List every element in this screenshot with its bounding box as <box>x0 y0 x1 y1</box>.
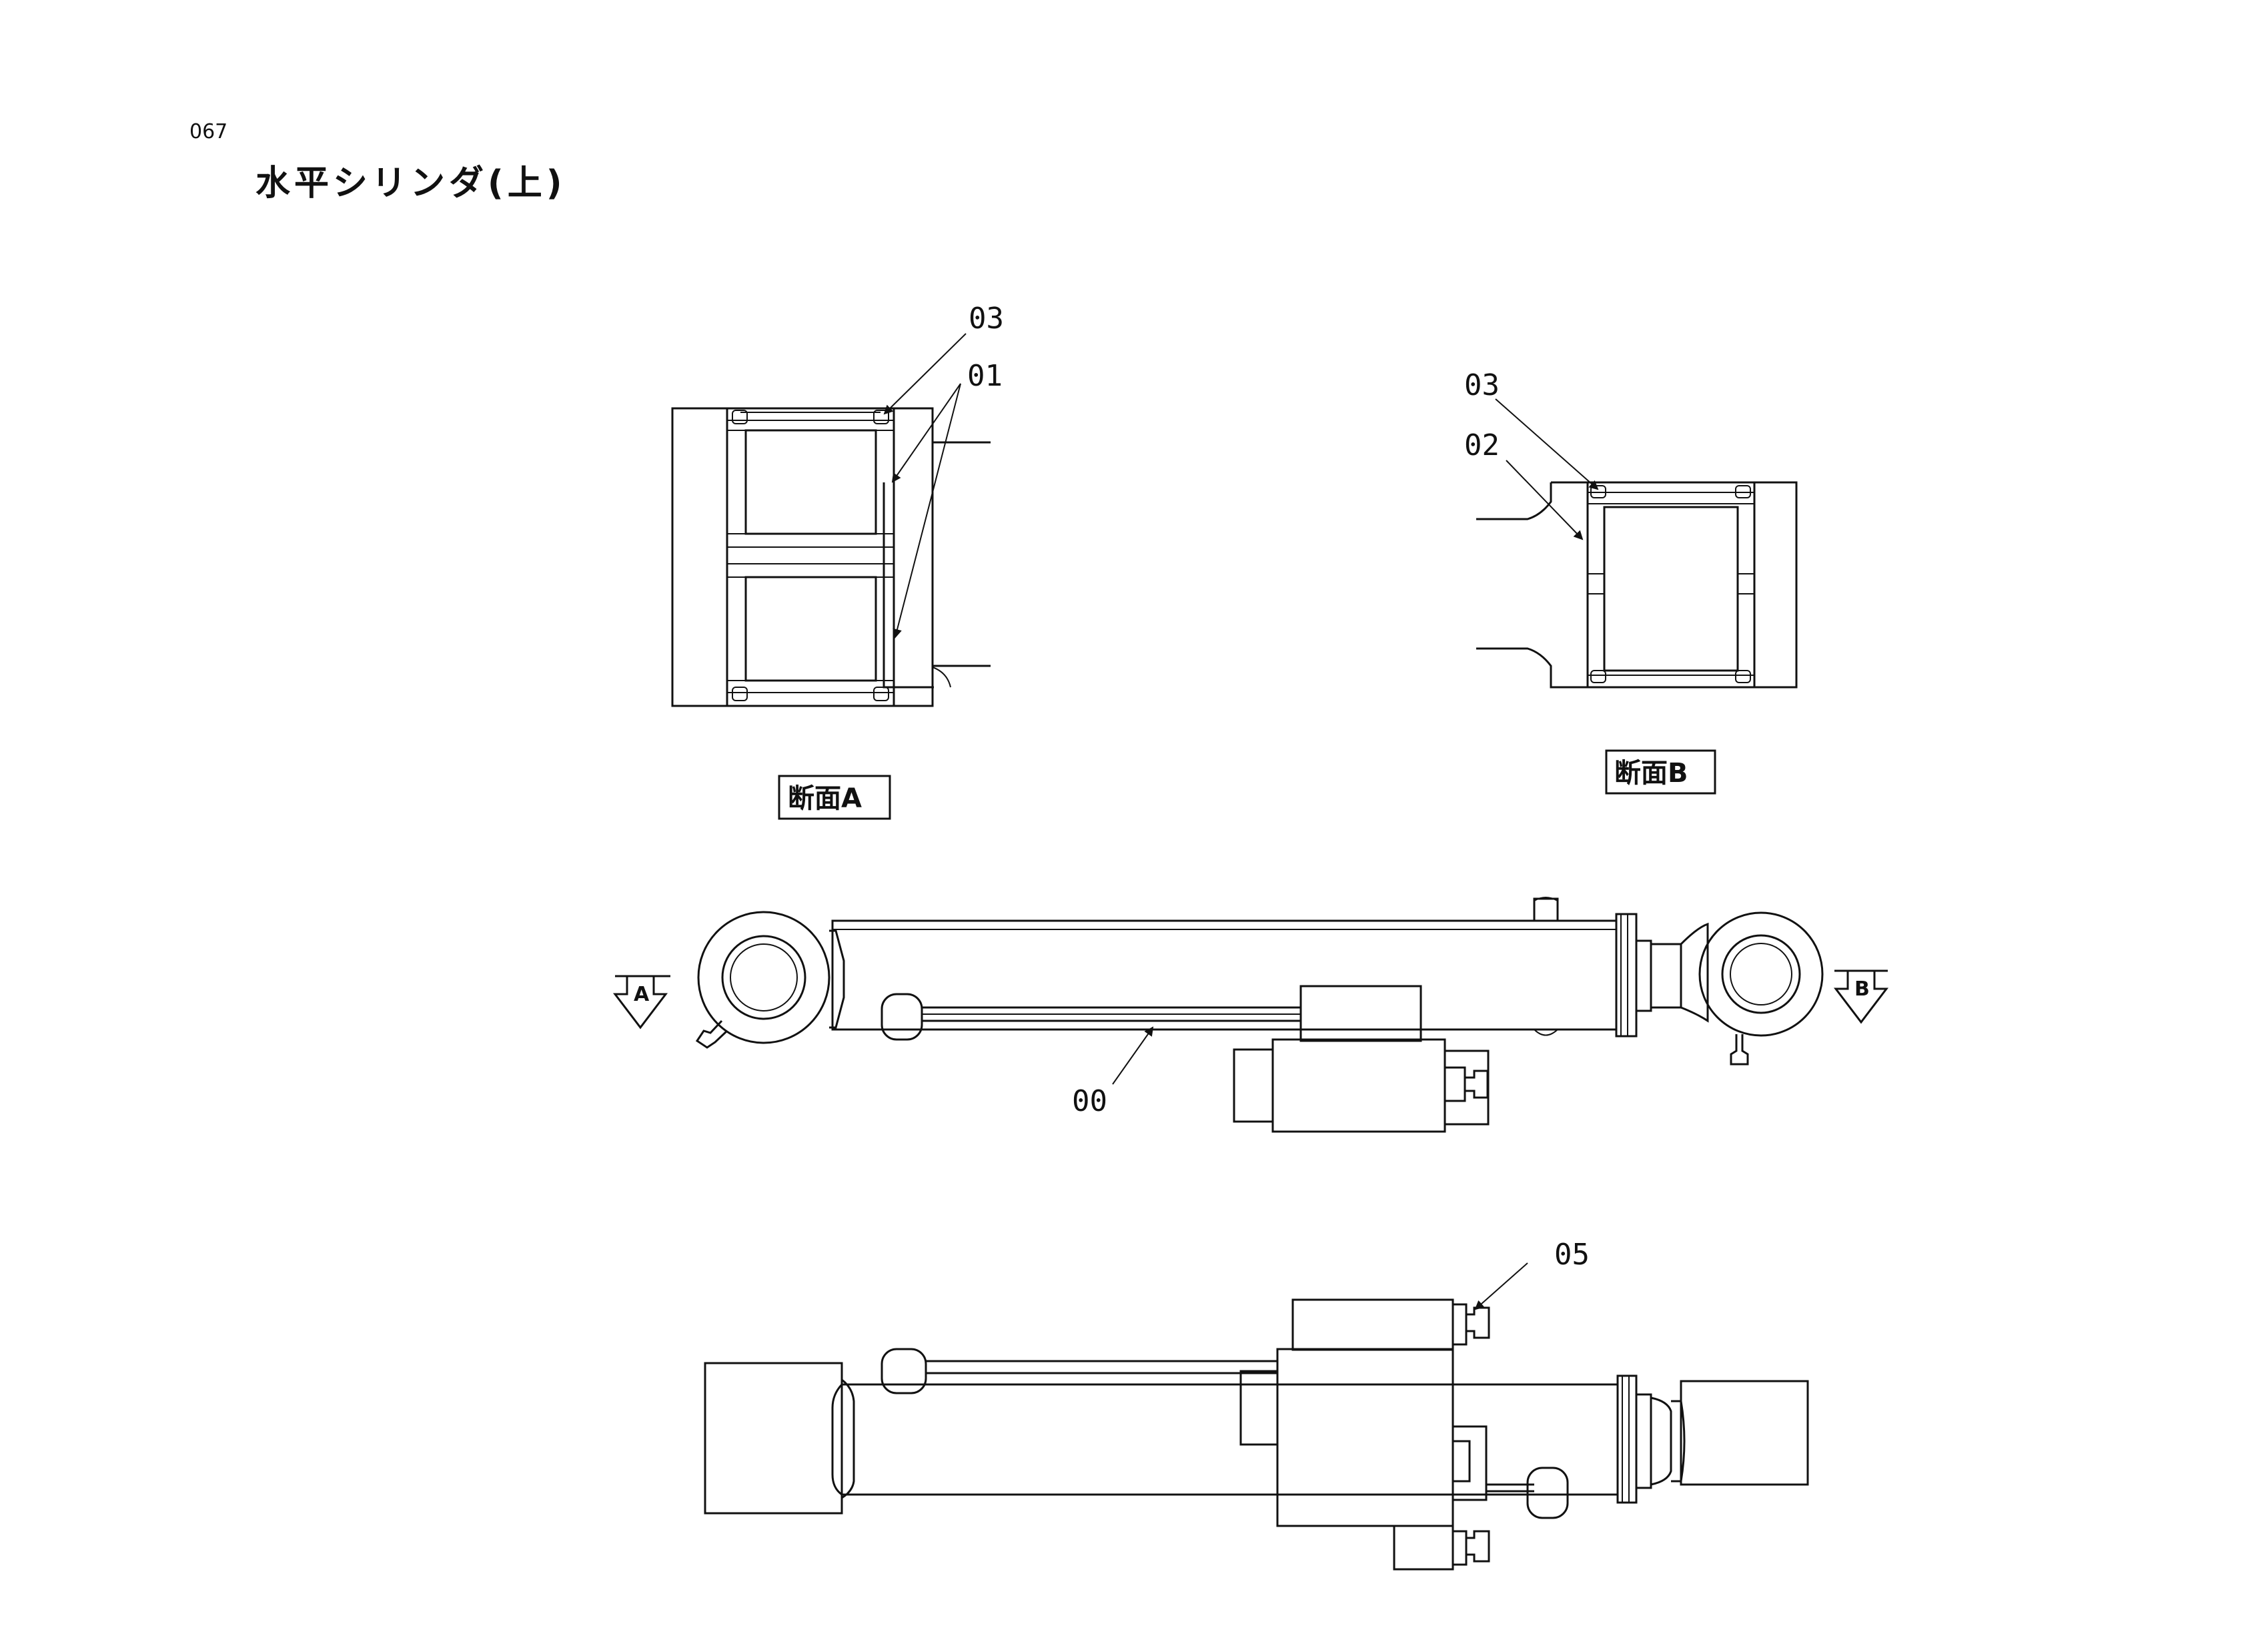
callout-05-lower: 05 <box>1554 1238 1590 1272</box>
cylinder-side-view <box>695 897 1824 1133</box>
view-arrow-b-label: B <box>1854 977 1870 1001</box>
callout-00-main: 00 <box>1072 1084 1107 1118</box>
callout-01-section-a: 01 <box>967 359 1003 393</box>
cylinder-plan-view <box>704 1298 1809 1571</box>
section-b-drawing <box>883 481 1798 689</box>
section-a-drawing <box>671 407 991 707</box>
section-a-label: 断面A <box>788 783 862 814</box>
page-number: 067 <box>189 120 228 143</box>
page-title: 水平シリンダ(上) <box>255 163 566 203</box>
section-b-label-box <box>1605 749 1716 795</box>
view-arrow-b: B <box>1833 969 1889 1024</box>
section-b-label: 断面B <box>1614 758 1688 789</box>
view-arrow-a-label: A <box>634 983 650 1006</box>
callout-03-section-a: 03 <box>969 302 1004 336</box>
view-arrow-a: A <box>612 975 670 1030</box>
callout-02-section-b: 02 <box>1464 428 1500 462</box>
callout-03-section-b: 03 <box>1464 368 1500 402</box>
section-a-label-box <box>778 775 891 820</box>
